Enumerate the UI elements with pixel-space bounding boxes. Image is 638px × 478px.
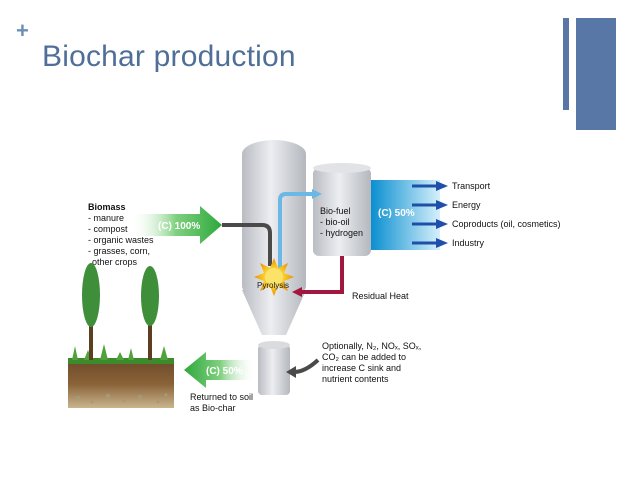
output-coproducts: Coproducts (oil, cosmetics) (452, 219, 561, 229)
slide-title: Biochar production (42, 40, 296, 73)
residual-heat-label: Residual Heat (352, 291, 409, 301)
pyrolysis-vessel (242, 140, 306, 395)
biomass-flow-arrow (222, 223, 272, 266)
biofuel-label-3: - hydrogen (320, 228, 363, 238)
pyrolysis-label: Pyrolysis (257, 281, 289, 290)
biomass-label-3: - compost (88, 224, 128, 234)
gas-flow-arrow (278, 192, 314, 270)
additive-arrow (293, 358, 320, 374)
decorative-block (576, 18, 616, 130)
plus-icon: + (16, 18, 29, 43)
biofuel-label-1: Bio-fuel (320, 206, 351, 216)
decorative-bar (563, 18, 569, 110)
biofuel-output-label: (C) 50% (378, 208, 415, 219)
residual-heat-arrow (300, 256, 344, 294)
optional-note-2: CO₂ can be added to (322, 352, 406, 362)
output-transport: Transport (452, 181, 491, 191)
biomass-label-1: Biomass (88, 202, 126, 212)
soil-label-2: as Bio-char (190, 403, 236, 413)
biomass-label-6: other crops (92, 257, 138, 267)
decorative-gap (569, 18, 576, 110)
soil-illustration (68, 263, 174, 408)
biofuel-output-band (371, 180, 440, 250)
optional-note-3: increase C sink and (322, 363, 401, 373)
biomass-label-4: - organic wastes (88, 235, 154, 245)
output-energy: Energy (452, 200, 481, 210)
biomass-label-5: - grasses, corn, (88, 246, 150, 256)
output-industry: Industry (452, 238, 485, 248)
biomass-input-arrow (130, 206, 222, 244)
biofuel-label-2: - bio-oil (320, 217, 350, 227)
pyrolysis-burst (254, 258, 294, 296)
soil-label-1: Returned to soil (190, 392, 253, 402)
soil-return-label: (C) 50% (206, 366, 243, 377)
biomass-input-label: (C) 100% (158, 221, 200, 232)
soil-return-arrow (184, 352, 256, 388)
biomass-label-2: - manure (88, 213, 124, 223)
optional-note-4: nutrient contents (322, 374, 389, 384)
optional-note-1: Optionally, N₂, NOₓ, SOₓ, (322, 341, 421, 351)
output-arrows (412, 181, 448, 248)
biofuel-tank (313, 163, 371, 256)
